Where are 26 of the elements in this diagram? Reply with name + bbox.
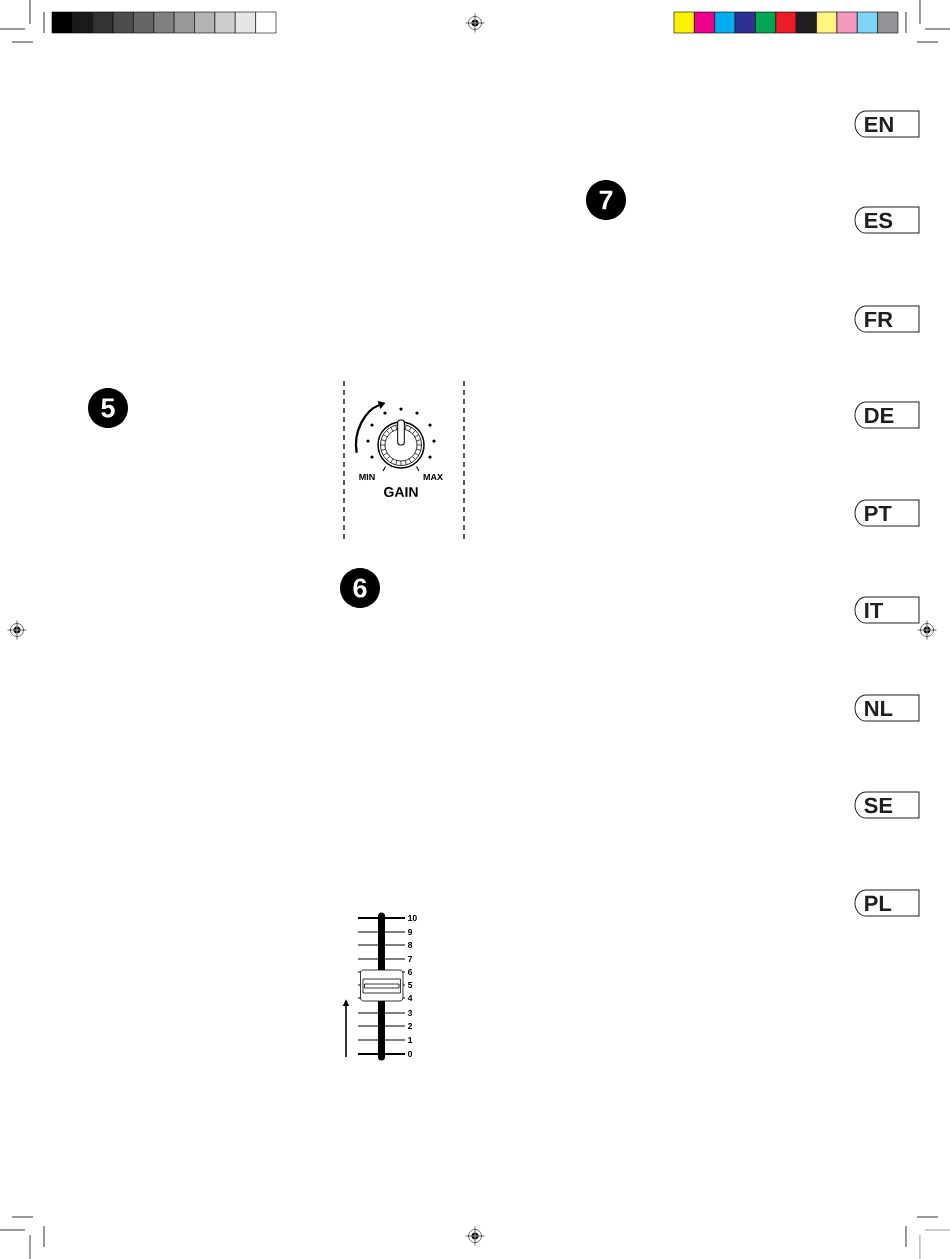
scale-number: 0 xyxy=(408,1051,413,1057)
scale-number: 5 xyxy=(407,982,413,988)
callout-number: 7 xyxy=(586,180,626,220)
scale-number: 4 xyxy=(407,995,413,1001)
callout-number: 6 xyxy=(340,568,380,608)
scale-label: MIN xyxy=(359,473,375,481)
scale-number: 2 xyxy=(408,1023,413,1029)
language-tab: NL xyxy=(854,694,920,722)
scale-number: 6 xyxy=(408,969,413,975)
language-tab: PT xyxy=(854,499,920,527)
language-tab: EN xyxy=(854,110,920,138)
language-tab: ES xyxy=(854,206,920,234)
language-tab: DE xyxy=(854,401,920,429)
scale-label: MAX xyxy=(423,473,443,481)
scale-number: 9 xyxy=(408,929,413,935)
callout-number: 5 xyxy=(88,388,128,428)
language-tab: FR xyxy=(854,305,920,333)
scale-number: 10 xyxy=(408,915,417,921)
language-tab: PL xyxy=(854,889,920,917)
scale-number: 1 xyxy=(408,1037,413,1043)
scale-number: 7 xyxy=(408,956,413,962)
scale-number: 3 xyxy=(407,1010,413,1016)
scale-number: 8 xyxy=(407,942,413,948)
knob-label: GAIN xyxy=(384,487,418,497)
language-tab: IT xyxy=(854,596,920,624)
language-tab: SE xyxy=(854,791,920,819)
